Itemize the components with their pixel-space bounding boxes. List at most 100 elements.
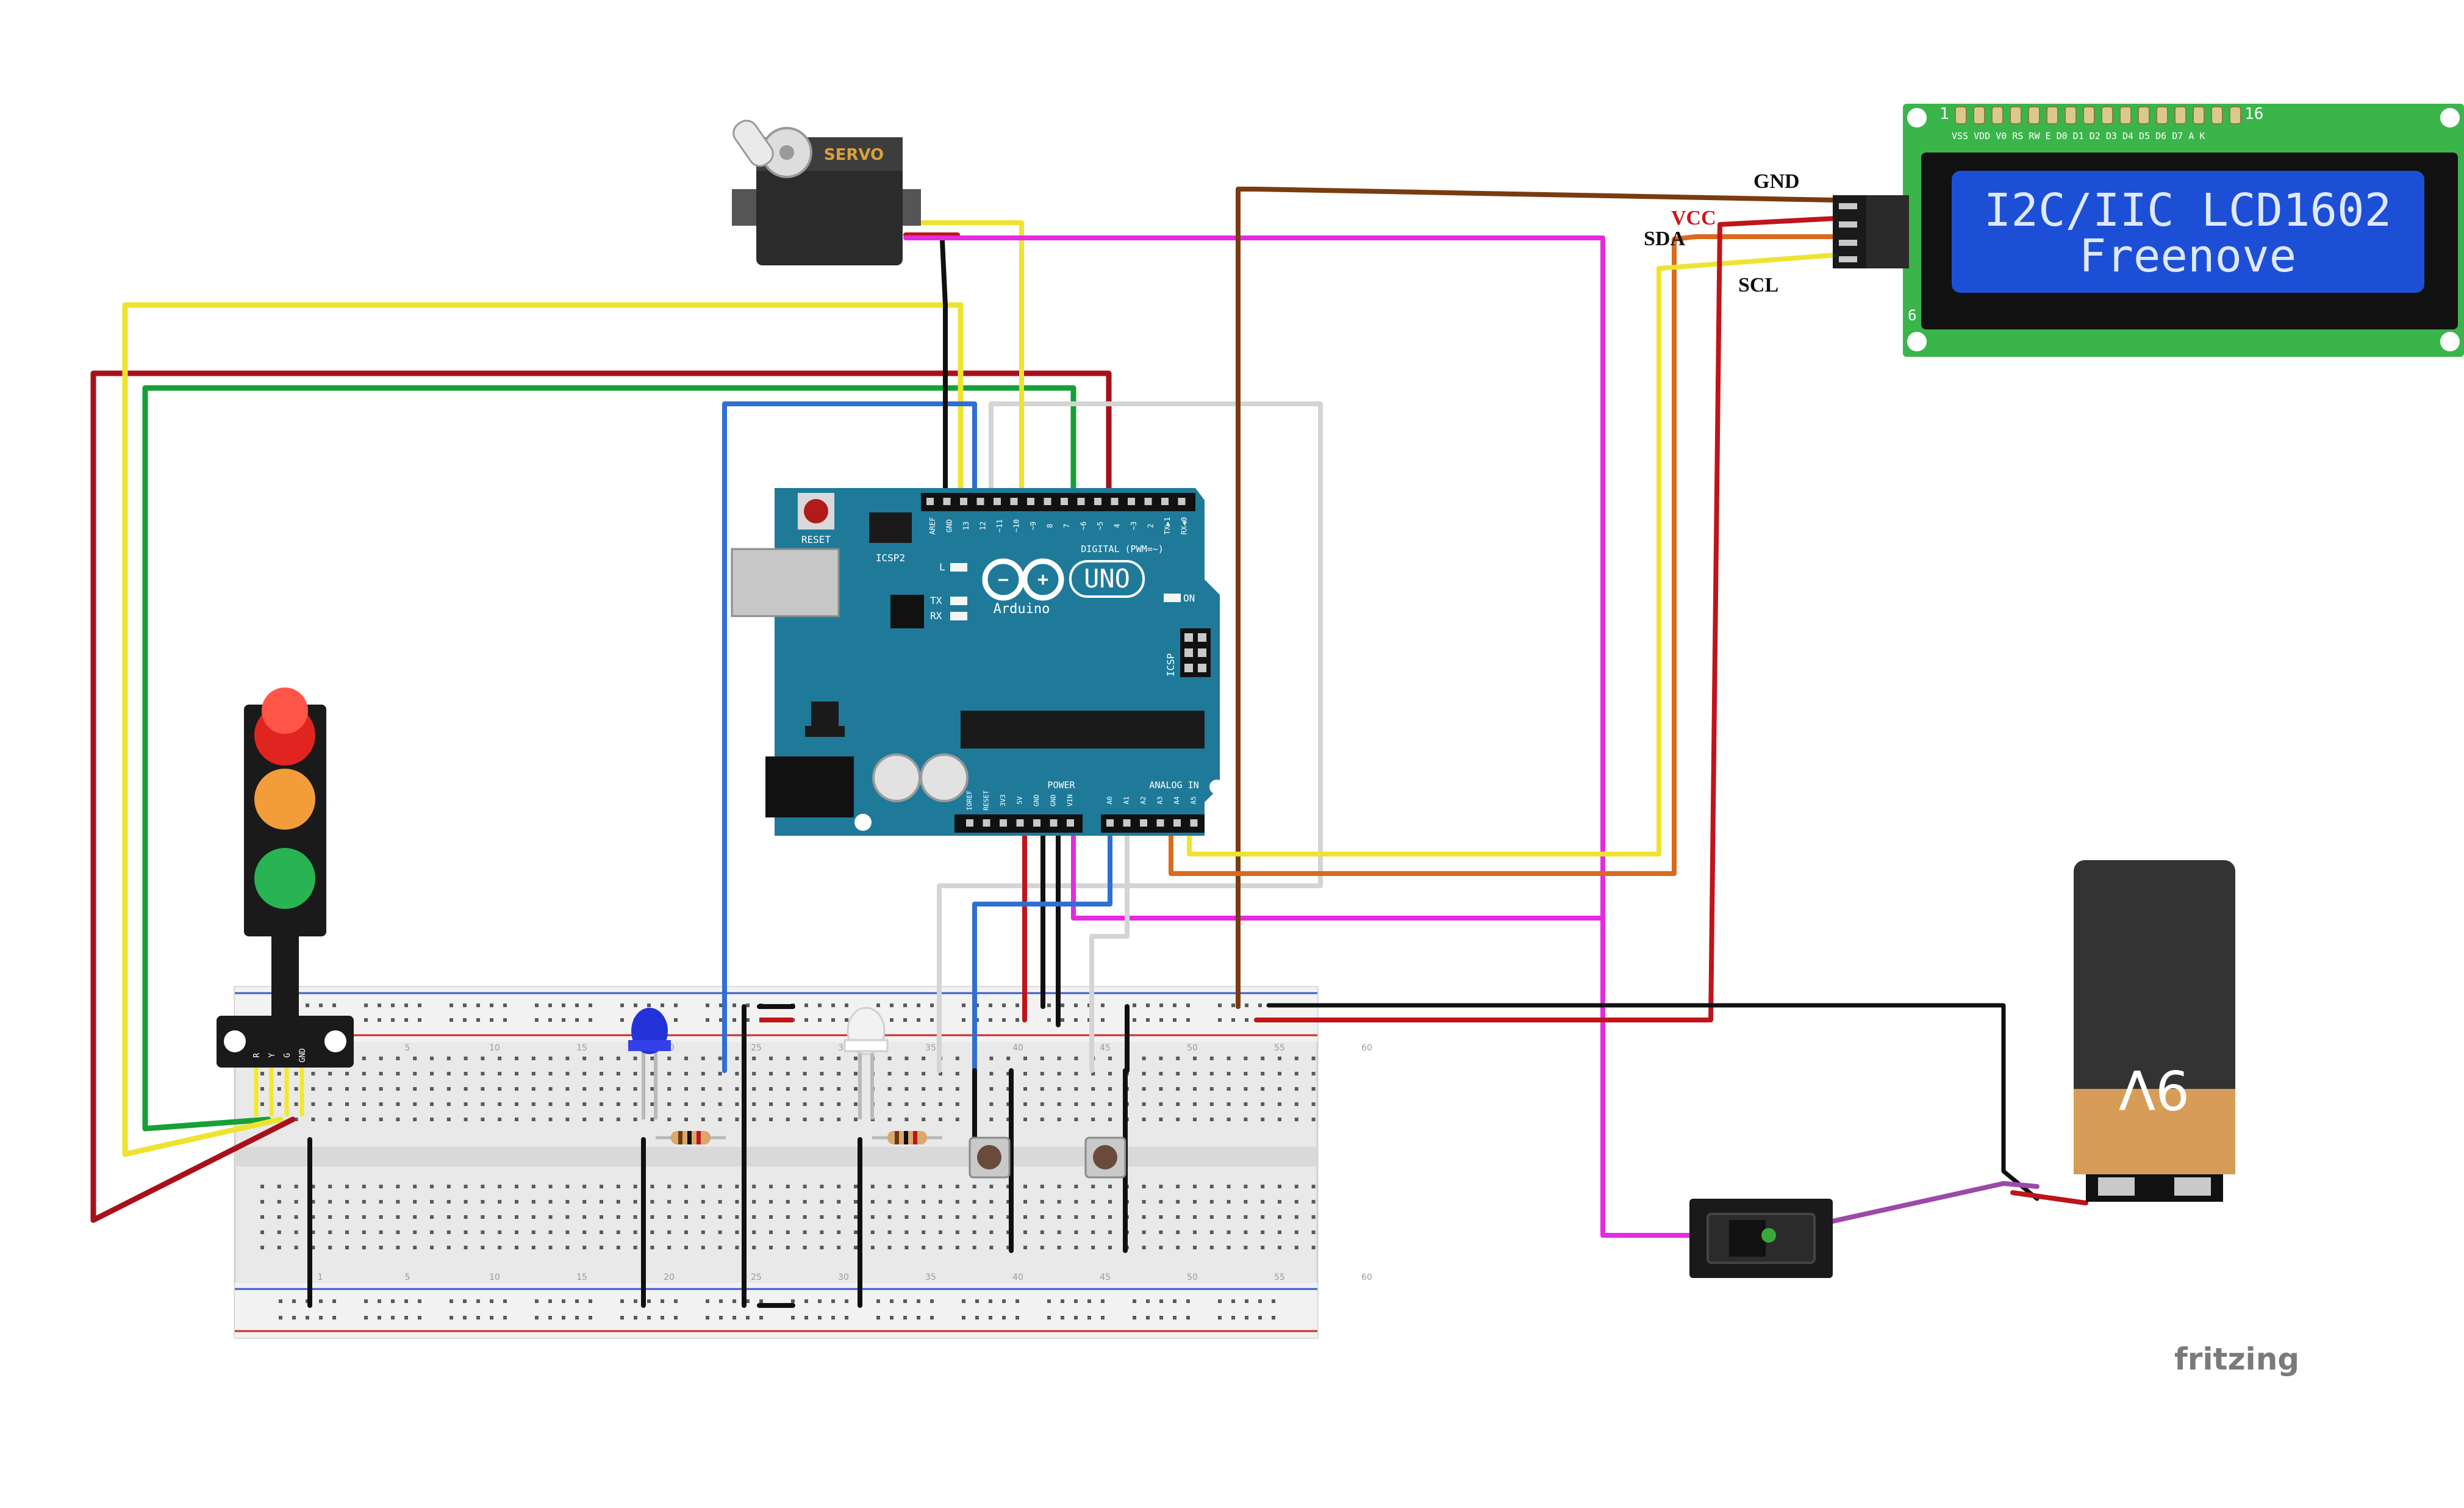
digital-pin-label: 13 bbox=[962, 522, 970, 530]
digital-pin-label: 7 bbox=[1062, 523, 1071, 528]
digital-pin-label: 2 bbox=[1147, 523, 1155, 528]
breadboard-col-number: 15 bbox=[576, 1043, 587, 1053]
resistor-2 bbox=[872, 1131, 942, 1144]
digital-pin bbox=[1044, 498, 1051, 505]
power-pin-label: IOREF bbox=[965, 790, 973, 810]
power-switch bbox=[1689, 1199, 1833, 1278]
digital-pin-label: 12 bbox=[979, 522, 987, 530]
wire-magenta-servo bbox=[903, 235, 1710, 1238]
lcd-screen bbox=[1952, 171, 2424, 293]
yellow-light bbox=[254, 769, 315, 830]
digital-pin bbox=[1094, 498, 1101, 505]
wire-white-pin12 bbox=[937, 401, 1323, 1073]
wire-purple-switch bbox=[1766, 1181, 2040, 1238]
breadboard-col-number: 5 bbox=[405, 1273, 410, 1282]
breadboard-col-number: 60 bbox=[1361, 1043, 1372, 1053]
power-pin bbox=[966, 819, 973, 827]
breadboard-col-number: 50 bbox=[1187, 1273, 1198, 1282]
traffic-light-pin-label: R bbox=[252, 1053, 262, 1058]
led-tx-label: TX bbox=[930, 595, 942, 606]
lcd-pin bbox=[2065, 106, 2077, 124]
battery-9v: 9V bbox=[2074, 860, 2235, 1202]
analog-pin-label: A4 bbox=[1173, 796, 1181, 805]
digital-pin-label: TX▶1 bbox=[1163, 517, 1172, 535]
traffic-light-pin-label: G bbox=[283, 1053, 292, 1058]
analog-pin-label: A0 bbox=[1106, 796, 1114, 804]
lcd-pin-last: 16 bbox=[2244, 105, 2263, 123]
on-label: ON bbox=[1183, 592, 1195, 604]
wire-green-led-lead bbox=[142, 1116, 271, 1132]
breadboard-col-number: 55 bbox=[1274, 1043, 1285, 1053]
digital-pin bbox=[1178, 498, 1186, 505]
digital-pin-label: 8 bbox=[1046, 523, 1055, 528]
lcd-pin-first: 1 bbox=[1939, 105, 1949, 123]
digital-pin-label: ~6 bbox=[1080, 522, 1088, 530]
lcd-pin bbox=[2028, 106, 2040, 124]
analog-pin bbox=[1156, 819, 1164, 827]
wire-brown-lcd-gnd bbox=[1236, 187, 1838, 1009]
lcd-pin bbox=[2101, 106, 2113, 124]
digital-pin-label: ~10 bbox=[1012, 519, 1021, 533]
breadboard-col-number: 15 bbox=[576, 1273, 587, 1282]
lcd-pin bbox=[1955, 106, 1967, 124]
i2c-vcc-label: VCC bbox=[1671, 207, 1716, 229]
breadboard-col-number: 45 bbox=[1100, 1273, 1111, 1282]
breadboard-col-number: 50 bbox=[1187, 1043, 1198, 1053]
reset-label: RESET bbox=[801, 534, 831, 545]
power-pin-label: 5V bbox=[1016, 796, 1024, 805]
lcd-pin bbox=[2010, 106, 2022, 124]
power-pin bbox=[983, 819, 990, 827]
lcd-pin bbox=[1991, 106, 2004, 124]
breadboard-col-number: 40 bbox=[1012, 1043, 1023, 1053]
analog-header bbox=[1101, 814, 1205, 833]
fritzing-logo: fritzing bbox=[2174, 1341, 2299, 1377]
led-l-label: L bbox=[939, 561, 945, 573]
breadboard-col-number: 25 bbox=[751, 1043, 762, 1053]
wire-magenta-vin bbox=[1071, 812, 1605, 921]
lcd-pin bbox=[2046, 106, 2058, 124]
digital-pin bbox=[976, 498, 984, 505]
breadboard-col-number: 35 bbox=[925, 1043, 936, 1053]
breadboard-col-number: 10 bbox=[489, 1273, 500, 1282]
wire-yellow-lcd-scl bbox=[1187, 253, 1838, 856]
traffic-light-pin-label: GND bbox=[298, 1048, 307, 1063]
digital-pin-label: 4 bbox=[1113, 523, 1122, 528]
digital-pin bbox=[994, 498, 1001, 505]
power-pin-label: GND bbox=[1033, 794, 1040, 806]
green-light bbox=[254, 848, 315, 909]
breadboard-col-number: 10 bbox=[489, 1043, 500, 1053]
analog-pin bbox=[1140, 819, 1147, 827]
analog-pin-label: A5 bbox=[1190, 796, 1198, 804]
wire-red-battery bbox=[2010, 1190, 2088, 1205]
wire-blue-a0 bbox=[972, 812, 1112, 1073]
wire-yellow-led-lead bbox=[122, 1116, 284, 1157]
digital-pin bbox=[1061, 498, 1068, 505]
servo-motor: SERVO bbox=[732, 120, 921, 265]
breadboard-col-number: 5 bbox=[405, 1043, 410, 1053]
digital-pin-label: RX◀0 bbox=[1180, 517, 1189, 535]
power-pin bbox=[1033, 819, 1040, 827]
digital-pin bbox=[1144, 498, 1152, 505]
breadboard-column-numbers: 1155101015152020252530303535404045455050… bbox=[318, 1043, 1372, 1282]
wire-blue-ledblue bbox=[722, 401, 977, 1073]
wire-yellow-servo-signal bbox=[903, 220, 1024, 509]
digital-pin bbox=[1010, 498, 1018, 505]
breadboard-col-number: 1 bbox=[318, 1273, 323, 1282]
lcd-row-marker: 6 bbox=[1908, 307, 1916, 324]
digital-pin-label: ~5 bbox=[1096, 522, 1105, 530]
wire-black-servo-gnd bbox=[940, 239, 948, 509]
arduino-brand: Arduino bbox=[994, 601, 1050, 617]
wire-black-battery bbox=[1266, 1003, 2040, 1201]
wire-white-a1 bbox=[1089, 812, 1130, 1073]
breadboard-col-number: 35 bbox=[925, 1273, 936, 1282]
digital-pin bbox=[926, 498, 934, 505]
breadboard-col-number: 45 bbox=[1100, 1043, 1111, 1053]
breadboard-col-number: 20 bbox=[664, 1273, 675, 1282]
wire-red-led-lead bbox=[90, 1116, 296, 1223]
lcd-pin bbox=[2174, 106, 2186, 124]
resistor-1 bbox=[656, 1131, 726, 1144]
breadboard: 1155101015152020252530303535404045455050… bbox=[234, 986, 1372, 1339]
